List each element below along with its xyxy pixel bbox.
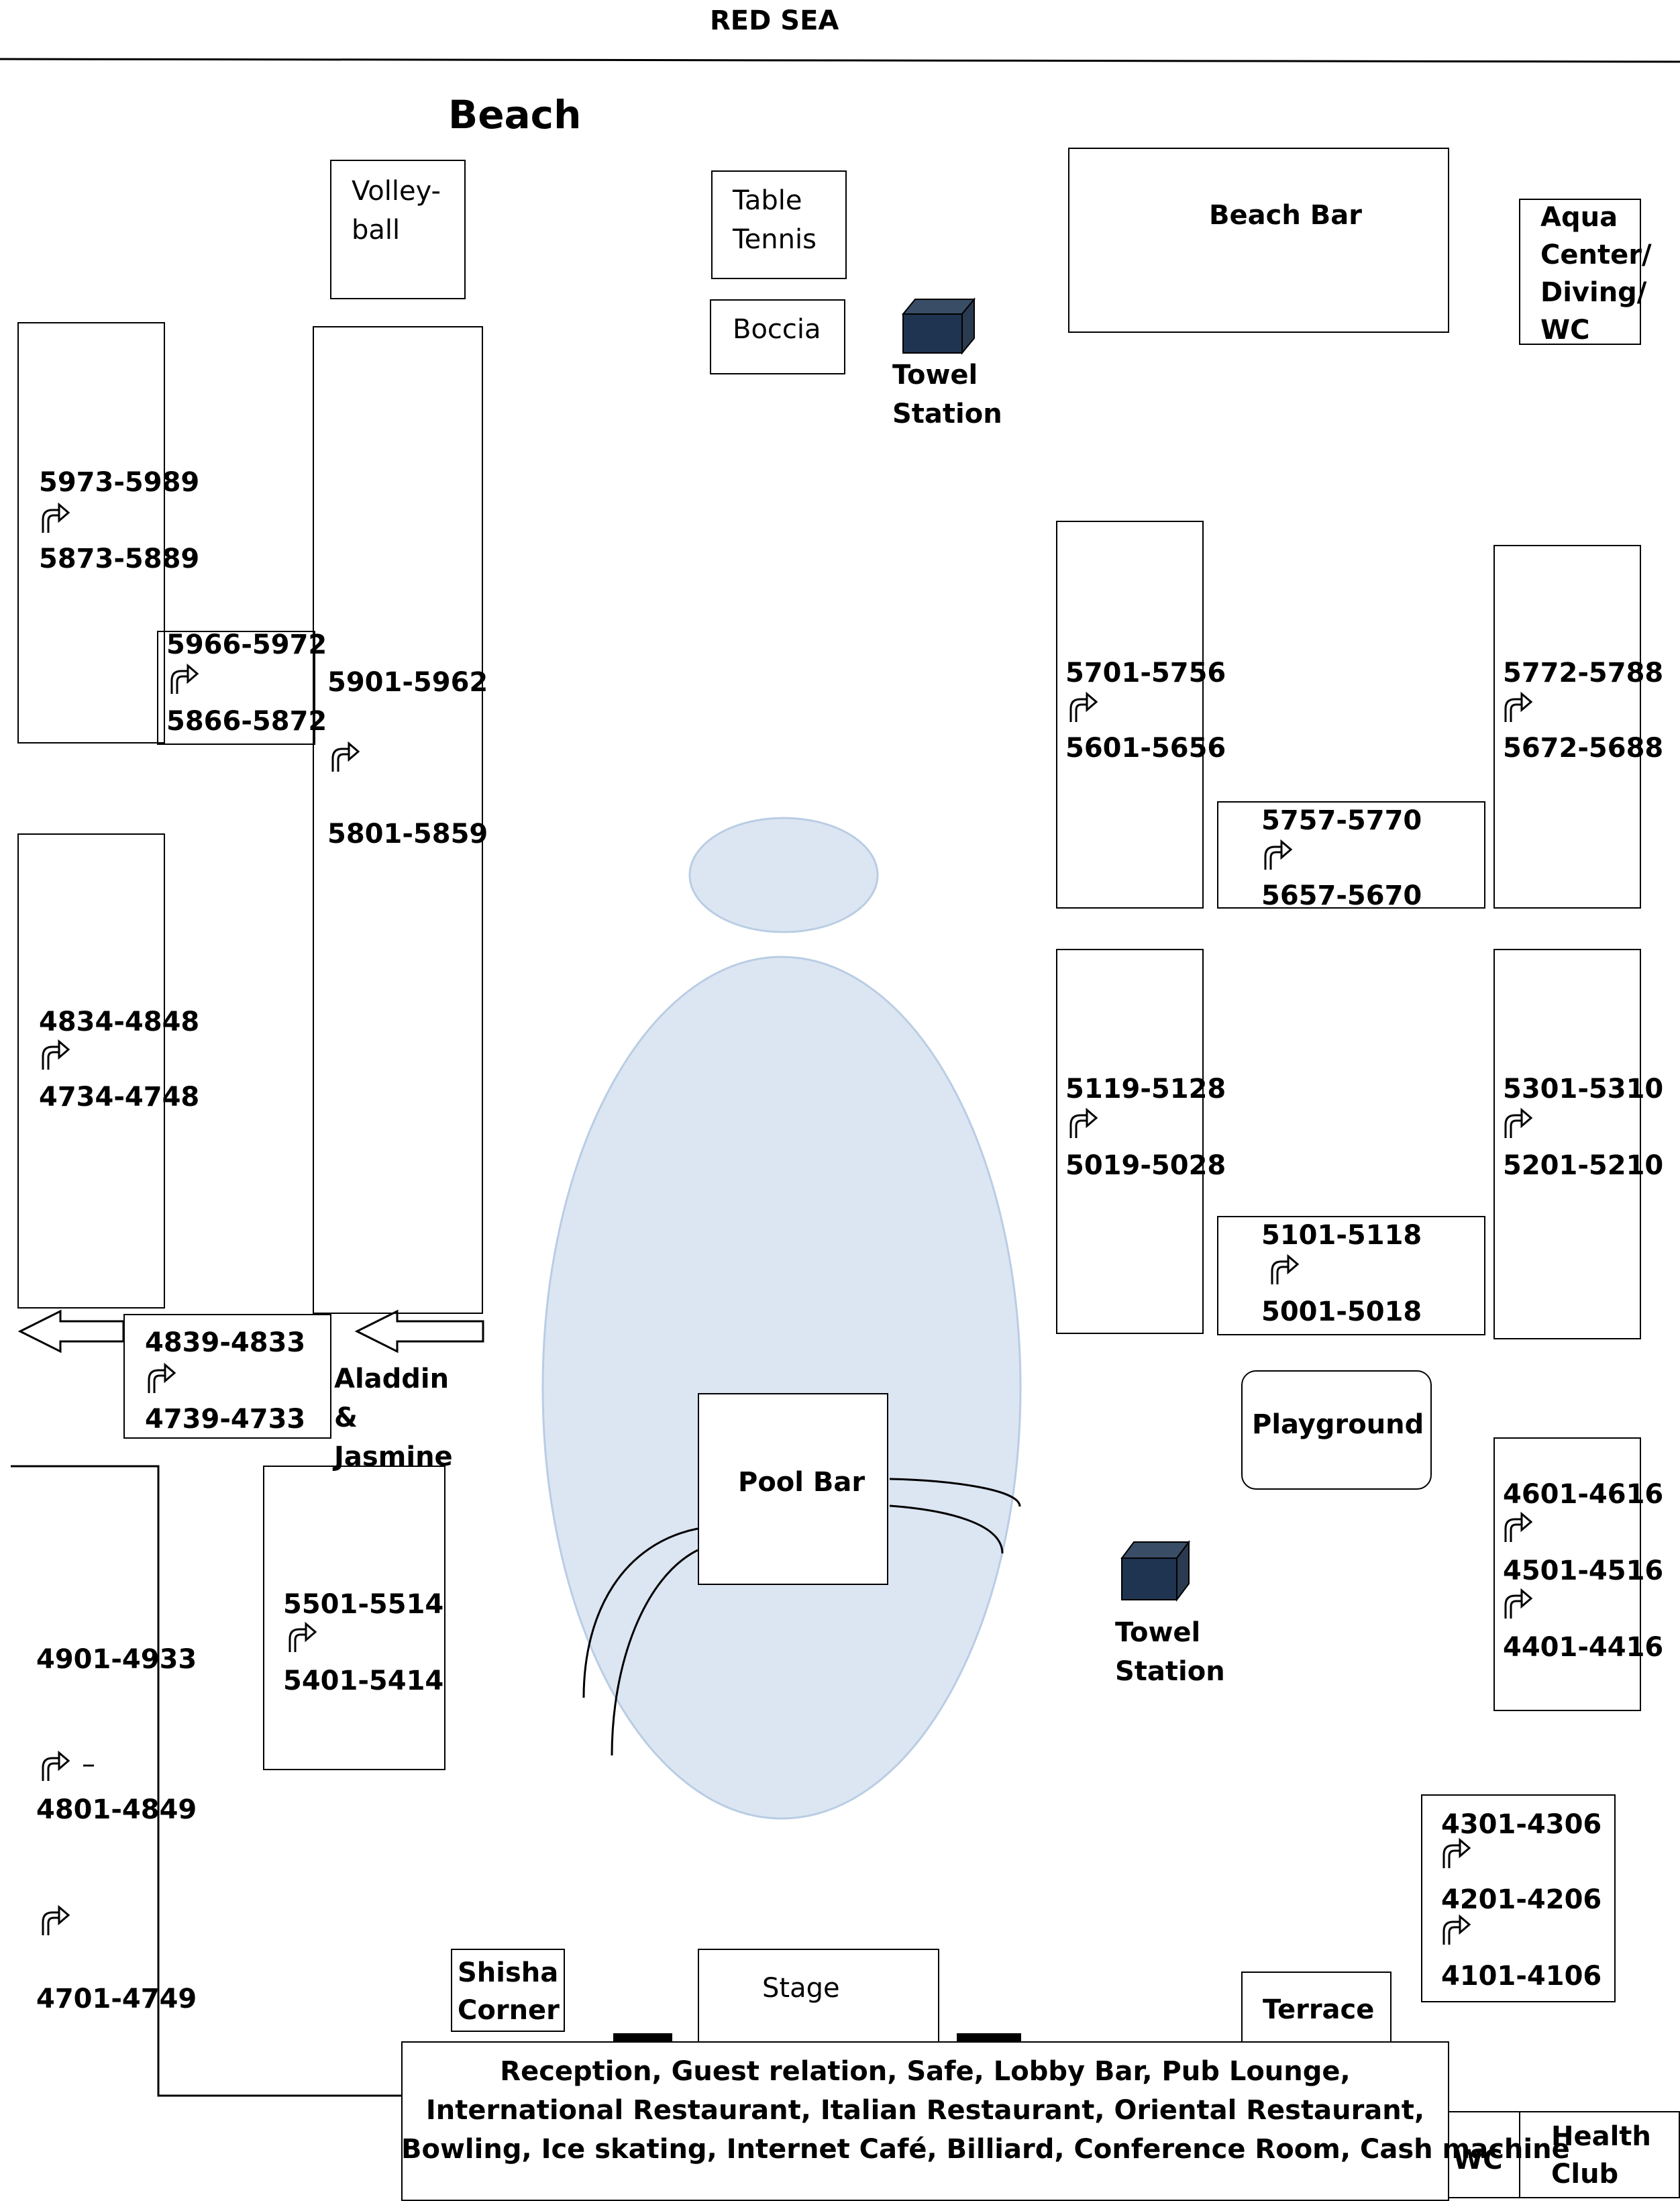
- room-range: 5866-5872: [166, 706, 327, 737]
- boccia-label: Boccia: [733, 314, 821, 345]
- room-range: 4801-4849: [36, 1794, 197, 1825]
- beach-bar[interactable]: [1068, 148, 1449, 333]
- pool-bar-curve-2: [611, 1549, 698, 1756]
- room-block[interactable]: [157, 631, 315, 745]
- room-range: 5966-5972: [166, 629, 327, 660]
- room-range: 4701-4749: [36, 1984, 197, 2014]
- shisha-label: Shisha Corner: [458, 1957, 560, 2026]
- room-block[interactable]: [1217, 801, 1485, 909]
- dash-mark: –: [82, 1749, 95, 1780]
- room-range: 4301-4306: [1441, 1809, 1602, 1840]
- pool-main: [541, 956, 1022, 1820]
- main-building-line-2: International Restaurant, Italian Restau…: [425, 2095, 1425, 2126]
- towel-box-bottom: [1120, 1540, 1190, 1602]
- pool-bar-curve-1: [582, 1527, 698, 1698]
- room-block[interactable]: [1056, 521, 1204, 909]
- room-block[interactable]: [1217, 1216, 1485, 1335]
- room-range: 5019-5028: [1065, 1150, 1226, 1181]
- room-range: 4739-4733: [145, 1404, 306, 1435]
- entrance-mark-1: [613, 2033, 672, 2043]
- room-range: 5601-5656: [1065, 733, 1226, 764]
- room-range: 5757-5770: [1261, 805, 1422, 836]
- room-range: 5301-5310: [1503, 1074, 1664, 1105]
- shoreline: [0, 58, 1680, 63]
- playground[interactable]: [1241, 1370, 1432, 1490]
- stage-label: Stage: [762, 1973, 840, 2004]
- table-tennis-label: Table Tennis: [733, 185, 817, 255]
- pool-bar-label: Pool Bar: [738, 1467, 865, 1498]
- pool-bar-curve-4: [889, 1504, 1004, 1554]
- room-range: 5657-5670: [1261, 880, 1422, 911]
- left-arrow-1: [17, 1309, 125, 1353]
- table-tennis-area[interactable]: [711, 170, 847, 279]
- turn-arrow-icon: [42, 1751, 70, 1782]
- aqua-center[interactable]: [1519, 199, 1641, 345]
- room-range: 4101-4106: [1441, 1961, 1602, 1992]
- room-range: 4401-4416: [1503, 1632, 1664, 1663]
- room-range: 5101-5118: [1261, 1220, 1422, 1251]
- aqua-center-label: Aqua Center/ Diving/ WC: [1540, 202, 1652, 346]
- room-range: 4834-4848: [39, 1007, 200, 1037]
- room-range: 5672-5688: [1503, 733, 1664, 764]
- towel-station-top-label: Towel Station: [892, 360, 1002, 429]
- entrance-mark-2: [957, 2033, 1021, 2043]
- room-range: 5001-5018: [1261, 1296, 1422, 1327]
- health-club-label: Health Club: [1551, 2121, 1651, 2190]
- room-range: 5701-5756: [1065, 658, 1226, 688]
- room-range: 5801-5859: [327, 819, 488, 850]
- room-range: 4839-4833: [145, 1327, 306, 1358]
- pool-bar[interactable]: [698, 1393, 888, 1585]
- room-block[interactable]: [1056, 949, 1204, 1334]
- room-block[interactable]: [1493, 949, 1641, 1339]
- room-block[interactable]: [17, 322, 165, 744]
- room-range: 5201-5210: [1503, 1150, 1664, 1181]
- room-block[interactable]: [1493, 545, 1641, 909]
- main-building-line-1: Reception, Guest relation, Safe, Lobby B…: [500, 2056, 1351, 2087]
- wc-label: WC: [1453, 2145, 1503, 2176]
- room-range: 4901-4933: [36, 1644, 197, 1675]
- volleyball-area[interactable]: [330, 160, 466, 299]
- shisha-corner[interactable]: [451, 1949, 565, 2032]
- main-building[interactable]: [401, 2041, 1449, 2201]
- room-block[interactable]: [263, 1466, 445, 1770]
- room-block[interactable]: [1493, 1437, 1641, 1711]
- room-range: 5772-5788: [1503, 658, 1664, 688]
- room-range: 5901-5962: [327, 667, 488, 698]
- left-arrow-2: [354, 1309, 484, 1353]
- room-range: 5119-5128: [1065, 1074, 1226, 1105]
- terrace-label: Terrace: [1263, 1994, 1375, 2025]
- room-block[interactable]: [123, 1314, 331, 1439]
- room-range: 5973-5989: [39, 467, 200, 498]
- sea-label: RED SEA: [710, 5, 839, 36]
- room-block[interactable]: [17, 833, 165, 1309]
- room-range: 4601-4616: [1503, 1479, 1664, 1510]
- room-range: 5501-5514: [283, 1589, 444, 1620]
- towel-station-bottom-label: Towel Station: [1115, 1617, 1225, 1687]
- building-outline: [11, 1465, 401, 2097]
- volleyball-label: Volley- ball: [352, 176, 441, 246]
- room-block[interactable]: [313, 326, 483, 1314]
- playground-label: Playground: [1252, 1409, 1424, 1440]
- room-range: 4501-4516: [1503, 1555, 1664, 1586]
- beach-bar-label: Beach Bar: [1209, 200, 1362, 231]
- room-range: 4201-4206: [1441, 1884, 1602, 1915]
- towel-box-top: [901, 297, 976, 355]
- room-range: 4734-4748: [39, 1082, 200, 1113]
- boccia-area[interactable]: [710, 299, 845, 374]
- turn-arrow-icon: [42, 1906, 70, 1937]
- room-range: 5401-5414: [283, 1666, 444, 1696]
- room-block[interactable]: [1421, 1794, 1616, 2002]
- pool-bar-curve-3: [889, 1478, 1021, 1507]
- aladdin-label: Aladdin & Jasmine: [334, 1364, 453, 1472]
- room-range: 5873-5889: [39, 544, 200, 574]
- main-building-line-3: Bowling, Ice skating, Internet Café, Bil…: [401, 2134, 1570, 2165]
- pool-small: [688, 817, 879, 933]
- beach-label: Beach: [448, 92, 582, 138]
